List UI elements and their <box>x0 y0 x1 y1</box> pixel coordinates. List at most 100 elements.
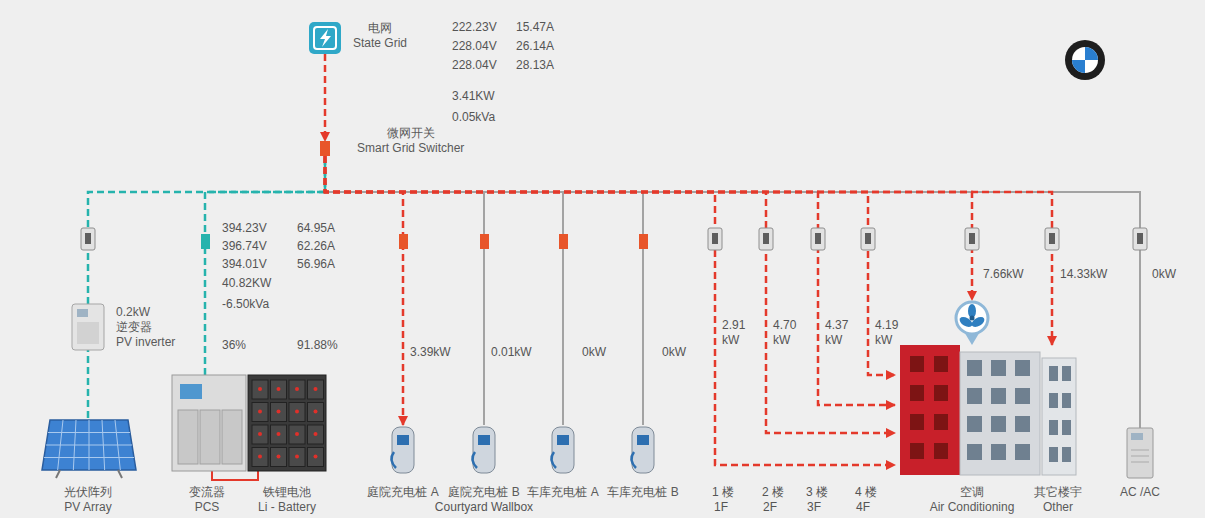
value-label: 36% <box>222 338 246 353</box>
node-box: 其它楼宇Other <box>1042 345 1078 476</box>
power-line <box>88 156 325 304</box>
node-box: 铁锂电池Li - Battery <box>248 375 326 471</box>
node-box: 车库充电桩 A <box>550 425 576 477</box>
battery-cell <box>271 403 287 422</box>
value-label: 0.05kVa <box>452 110 495 125</box>
node-text: 车库充电桩 B <box>607 485 678 500</box>
value-label: 2 楼 <box>762 485 784 500</box>
value-label: 91.88% <box>297 338 338 353</box>
node-label: 庭院充电桩 B <box>448 485 519 500</box>
value-label: 0kW <box>1152 267 1176 282</box>
value-label: 4 楼 <box>855 485 877 500</box>
window <box>991 444 1006 460</box>
charger-cable <box>391 452 396 468</box>
node-label: 光伏阵列PV Array <box>64 485 112 515</box>
node-text: 庭院充电桩 A <box>367 485 438 500</box>
battery-rack <box>248 375 326 471</box>
breaker-lever <box>1137 233 1143 244</box>
charger-screen <box>397 435 409 445</box>
battery-led <box>314 387 318 391</box>
charger-cable <box>631 452 636 468</box>
battery-cell <box>271 380 287 399</box>
value-label: 28.13A <box>516 58 554 73</box>
window <box>1015 444 1030 460</box>
window <box>1049 420 1058 435</box>
breaker-body <box>861 228 875 250</box>
node-text: PCS <box>189 500 225 515</box>
breaker-body <box>811 228 825 250</box>
charger-body <box>632 427 654 473</box>
node-box: 车库充电桩 B <box>630 425 656 477</box>
charger-body <box>552 427 574 473</box>
window <box>934 414 948 430</box>
battery-led <box>295 410 299 414</box>
node-text: Air Conditioning <box>930 500 1015 515</box>
value-label: 3 楼 <box>806 485 828 500</box>
battery-cell <box>252 425 268 444</box>
window <box>910 443 924 459</box>
node-box: 变流器PCS <box>172 375 246 471</box>
power-line <box>325 156 1052 345</box>
breaker-lever <box>815 233 821 244</box>
pv-inverter <box>72 304 104 350</box>
value-label: 26.14A <box>516 39 554 54</box>
breaker-body <box>965 228 979 250</box>
battery-led <box>277 387 281 391</box>
value-label: 56.96A <box>297 257 335 272</box>
power-line <box>325 156 643 425</box>
node-label: 变流器PCS <box>189 485 225 515</box>
battery-led <box>277 410 281 414</box>
breaker-body <box>708 228 722 250</box>
window <box>991 388 1006 404</box>
window <box>991 416 1006 432</box>
window <box>967 360 982 376</box>
node-label: 庭院充电桩 A <box>367 485 438 500</box>
value-label: 1F <box>714 500 728 515</box>
power-line <box>325 156 895 433</box>
battery-led <box>295 432 299 436</box>
node-label: 空调Air Conditioning <box>930 485 1015 515</box>
battery-led <box>258 387 262 391</box>
window <box>1015 360 1030 376</box>
window <box>1062 393 1071 408</box>
battery-cell <box>271 448 287 467</box>
value-label: -6.50kVa <box>222 297 269 312</box>
node-text: 车库充电桩 A <box>527 485 598 500</box>
window <box>1049 447 1058 462</box>
breaker-body <box>1045 228 1059 250</box>
power-line <box>325 156 895 465</box>
breaker-lever <box>712 233 718 244</box>
value-label: 228.04V <box>452 39 497 54</box>
node-box: 光伏阵列PV Array <box>40 418 136 476</box>
battery-cell <box>252 380 268 399</box>
value-label: 4.37 kW <box>825 318 859 348</box>
battery-led <box>314 432 318 436</box>
value-label: Courtyard Wallbox <box>435 500 533 515</box>
node-box: 0.2kW逆变器PV inverter <box>72 304 104 350</box>
charger-body <box>392 427 414 473</box>
node-label: AC /AC <box>1120 485 1160 500</box>
value-label: 4.70 kW <box>773 318 807 348</box>
node-label: 其它楼宇Other <box>1034 485 1082 515</box>
window <box>934 356 948 372</box>
battery-led <box>258 410 262 414</box>
node-text: 庭院充电桩 B <box>448 485 519 500</box>
battery-cell <box>289 403 305 422</box>
battery-cell <box>252 403 268 422</box>
node-box: 庭院充电桩 B <box>471 425 497 477</box>
node-text: PV inverter <box>116 335 175 350</box>
pv-grid-line <box>48 432 130 433</box>
value-label: 40.82KW <box>222 276 271 291</box>
charger-cable <box>472 452 477 468</box>
value-label: 2F <box>763 500 777 515</box>
breaker-lever <box>1049 233 1055 244</box>
node-label: 铁锂电池Li - Battery <box>258 485 316 515</box>
fan-bubble <box>956 302 988 345</box>
power-line <box>325 156 895 375</box>
node-box: AC /AC <box>1127 428 1153 478</box>
window <box>967 444 982 460</box>
battery-led <box>277 432 281 436</box>
node-box: 空调Air Conditioning <box>895 300 1042 476</box>
value-label: 4F <box>856 500 870 515</box>
window <box>1062 366 1071 381</box>
